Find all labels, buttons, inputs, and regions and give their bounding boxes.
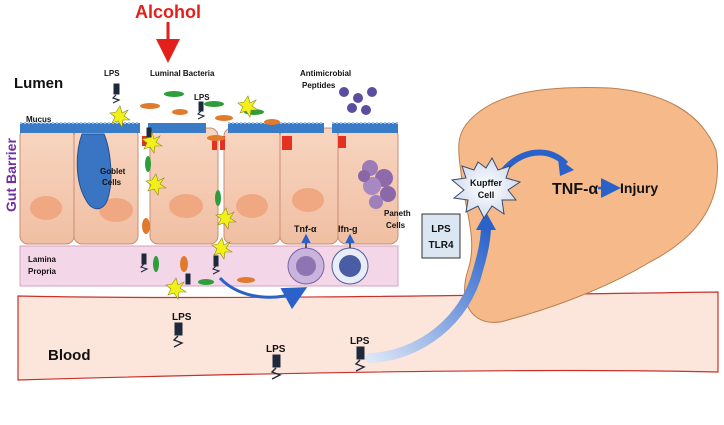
lumen-label: Lumen xyxy=(14,75,63,92)
tnf-large-label: TNF-α xyxy=(552,181,598,198)
blood-vessel xyxy=(17,291,719,381)
paneth-label-line2: Cells xyxy=(386,221,406,230)
ifn-label: Ifn-g xyxy=(338,224,358,234)
injury-label: Injury xyxy=(620,180,658,196)
lps-lumen-label: LPS xyxy=(104,69,120,78)
goblet-label-line1: Goblet xyxy=(100,167,126,176)
luminal-bacteria-label: Luminal Bacteria xyxy=(150,69,215,78)
lps-tlr4-label-line1: LPS xyxy=(431,224,451,235)
kupffer-to-tnf-arrow xyxy=(501,149,569,173)
lamina-label-line2: Propria xyxy=(28,267,57,276)
lps-tlr4-label-line2: TLR4 xyxy=(429,240,454,251)
goblet-cell xyxy=(76,133,112,210)
lps-molecules xyxy=(111,83,366,380)
gut-barrier-label: Gut Barrier xyxy=(3,138,19,212)
lps-blood-label-1: LPS xyxy=(172,312,192,323)
antimicrobial-peptides-dots xyxy=(339,87,377,115)
alcohol-label: Alcohol xyxy=(135,2,201,22)
paneth-cells xyxy=(358,160,396,209)
immune-cells xyxy=(287,247,369,285)
portal-flow-arrow xyxy=(365,221,491,363)
lps-to-immune-arrow xyxy=(218,276,308,310)
lps-bacteria-label: LPS xyxy=(194,93,210,102)
blood-label: Blood xyxy=(48,347,91,364)
kupffer-cell-starburst xyxy=(450,156,522,219)
kupffer-label-line2: Cell xyxy=(478,190,495,200)
lps-tlr4-box xyxy=(421,213,461,259)
portal-flow-arrowhead xyxy=(476,212,496,230)
lps-blood-label-2: LPS xyxy=(266,344,286,355)
kupffer-to-tnf-arrowhead xyxy=(558,158,574,176)
antimicrobial-label-line1: Antimicrobial xyxy=(300,69,351,78)
mucus-label: Mucus xyxy=(26,115,52,124)
antimicrobial-label-line2: Peptides xyxy=(302,81,336,90)
lamina-label-line1: Lamina xyxy=(28,255,57,264)
tnf-small-label: Tnf-α xyxy=(294,224,317,234)
lps-burst-symbols xyxy=(109,95,259,300)
liver-shape xyxy=(458,86,718,323)
kupffer-label-line1: Kupffer xyxy=(470,178,502,188)
lps-blood-label-3: LPS xyxy=(350,336,370,347)
paneth-label-line1: Paneth xyxy=(384,209,411,218)
goblet-label-line2: Cells xyxy=(102,178,122,187)
